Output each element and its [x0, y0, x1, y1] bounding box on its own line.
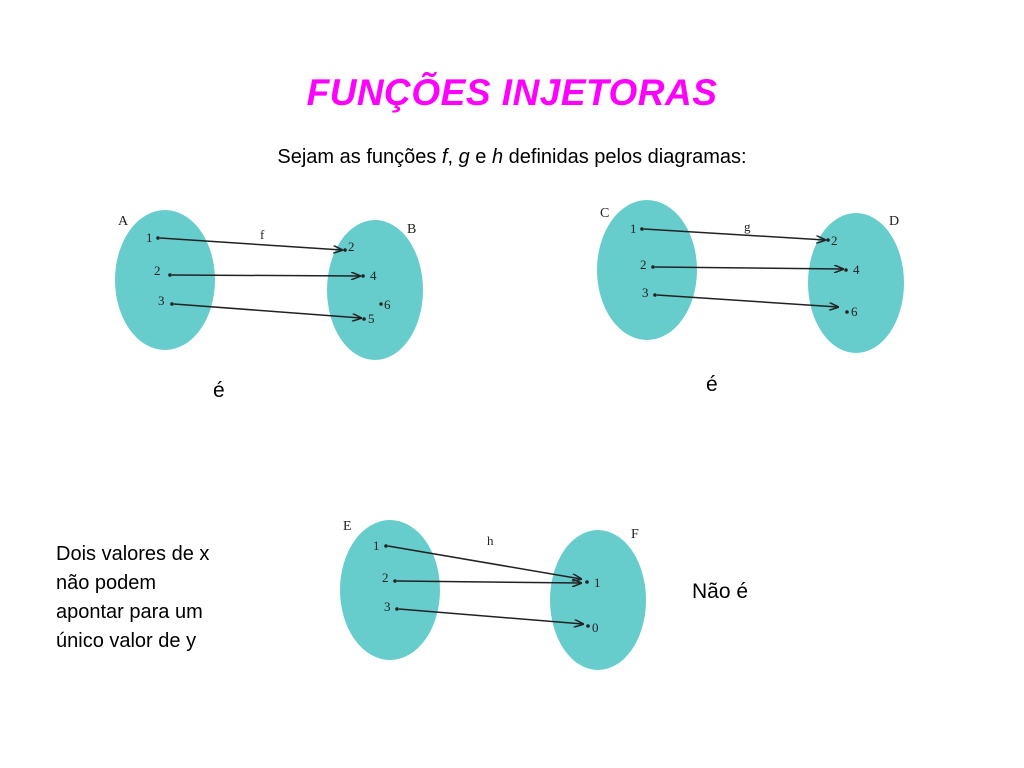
f-element-0: 0: [592, 620, 599, 635]
d-element-4: 4: [853, 262, 860, 277]
a-element-2: 2: [154, 263, 161, 278]
b-dot-5: [362, 317, 366, 321]
d-dot-6: [845, 310, 849, 314]
verdict-g: é: [706, 373, 718, 396]
arrow-g-2-4: [654, 267, 843, 269]
set-c-ellipse: [597, 200, 697, 340]
arrow-h-2-1: [396, 581, 581, 583]
d-dot-4: [844, 268, 848, 272]
set-d-ellipse: [808, 213, 904, 353]
f-element-1: 1: [594, 575, 601, 590]
f-dot-1: [585, 580, 589, 584]
c-element-3: 3: [642, 285, 649, 300]
a-dot-1: [156, 236, 160, 240]
note-line-3: apontar para um: [56, 601, 203, 623]
set-e-ellipse: [340, 520, 440, 660]
set-d-name: D: [889, 214, 899, 229]
b-element-2: 2: [348, 239, 355, 254]
b-dot-2: [343, 248, 347, 252]
set-a-ellipse: [115, 210, 215, 350]
subtitle-f: f: [441, 146, 448, 168]
c-element-2: 2: [640, 257, 647, 272]
set-b-ellipse: [327, 220, 423, 360]
subtitle-h: h: [491, 146, 504, 168]
e-dot-3: [395, 607, 399, 611]
c-dot-3: [653, 293, 657, 297]
d-element-2: 2: [831, 233, 838, 248]
arrow-f-1-2: [159, 237, 342, 250]
subtitle-g: g: [458, 146, 470, 168]
e-element-2: 2: [382, 570, 389, 585]
d-dot-2: [826, 238, 830, 242]
function-f-name: f: [260, 227, 265, 242]
arrow-f-3-5: [173, 303, 361, 318]
note-line-1: Dois valores de x: [56, 543, 210, 565]
f-dot-0: [586, 624, 590, 628]
set-f-name: F: [631, 527, 639, 542]
slide-subtitle: Sejam as funções f, g e h definidas pelo…: [0, 146, 1024, 169]
b-dot-4: [361, 274, 365, 278]
subtitle-prefix: Sejam as funções: [277, 146, 442, 168]
b-element-5: 5: [368, 311, 375, 326]
arrow-h-3-0: [398, 608, 583, 624]
function-h-name: h: [487, 533, 494, 548]
note-line-2: não podem: [56, 572, 157, 594]
c-dot-2: [651, 265, 655, 269]
set-b-name: B: [407, 222, 416, 237]
slide-title: FUNÇÕES INJETORAS: [306, 72, 718, 113]
a-dot-3: [170, 302, 174, 306]
b-dot-6: [379, 302, 383, 306]
set-f-ellipse: [550, 530, 646, 670]
a-element-3: 3: [158, 293, 165, 308]
set-e-name: E: [343, 519, 352, 534]
arrow-f-2-4: [171, 275, 360, 276]
d-element-6: 6: [851, 304, 858, 319]
verdict-h: Não é: [692, 580, 749, 603]
function-g-name: g: [744, 219, 751, 234]
e-element-3: 3: [384, 599, 391, 614]
e-element-1: 1: [373, 538, 380, 553]
arrow-g-1-2: [643, 228, 825, 240]
diagram-g: C D g 1 2 3 2 4 6: [597, 200, 904, 353]
b-element-6: 6: [384, 297, 391, 312]
e-dot-2: [393, 579, 397, 583]
arrow-h-1-1: [387, 545, 581, 579]
subtitle-suffix: definidas pelos diagramas:: [503, 146, 747, 168]
a-dot-2: [168, 273, 172, 277]
set-c-name: C: [600, 206, 609, 221]
c-element-1: 1: [630, 221, 637, 236]
note-line-4: único valor de y: [56, 630, 197, 652]
verdict-f: é: [213, 379, 225, 402]
b-element-4: 4: [370, 268, 377, 283]
note-text: Dois valores de x não podem apontar para…: [56, 540, 266, 656]
set-a-name: A: [118, 214, 129, 229]
diagram-f: A B f 1 2 3 2 4 6 5: [115, 210, 423, 360]
e-dot-1: [384, 544, 388, 548]
subtitle-sep1: ,: [447, 146, 459, 168]
c-dot-1: [640, 227, 644, 231]
diagram-h: E F h 1 2 3 1 0: [340, 519, 646, 670]
a-element-1: 1: [146, 230, 153, 245]
arrow-g-3-6: [656, 294, 838, 307]
subtitle-sep2: e: [469, 146, 492, 168]
